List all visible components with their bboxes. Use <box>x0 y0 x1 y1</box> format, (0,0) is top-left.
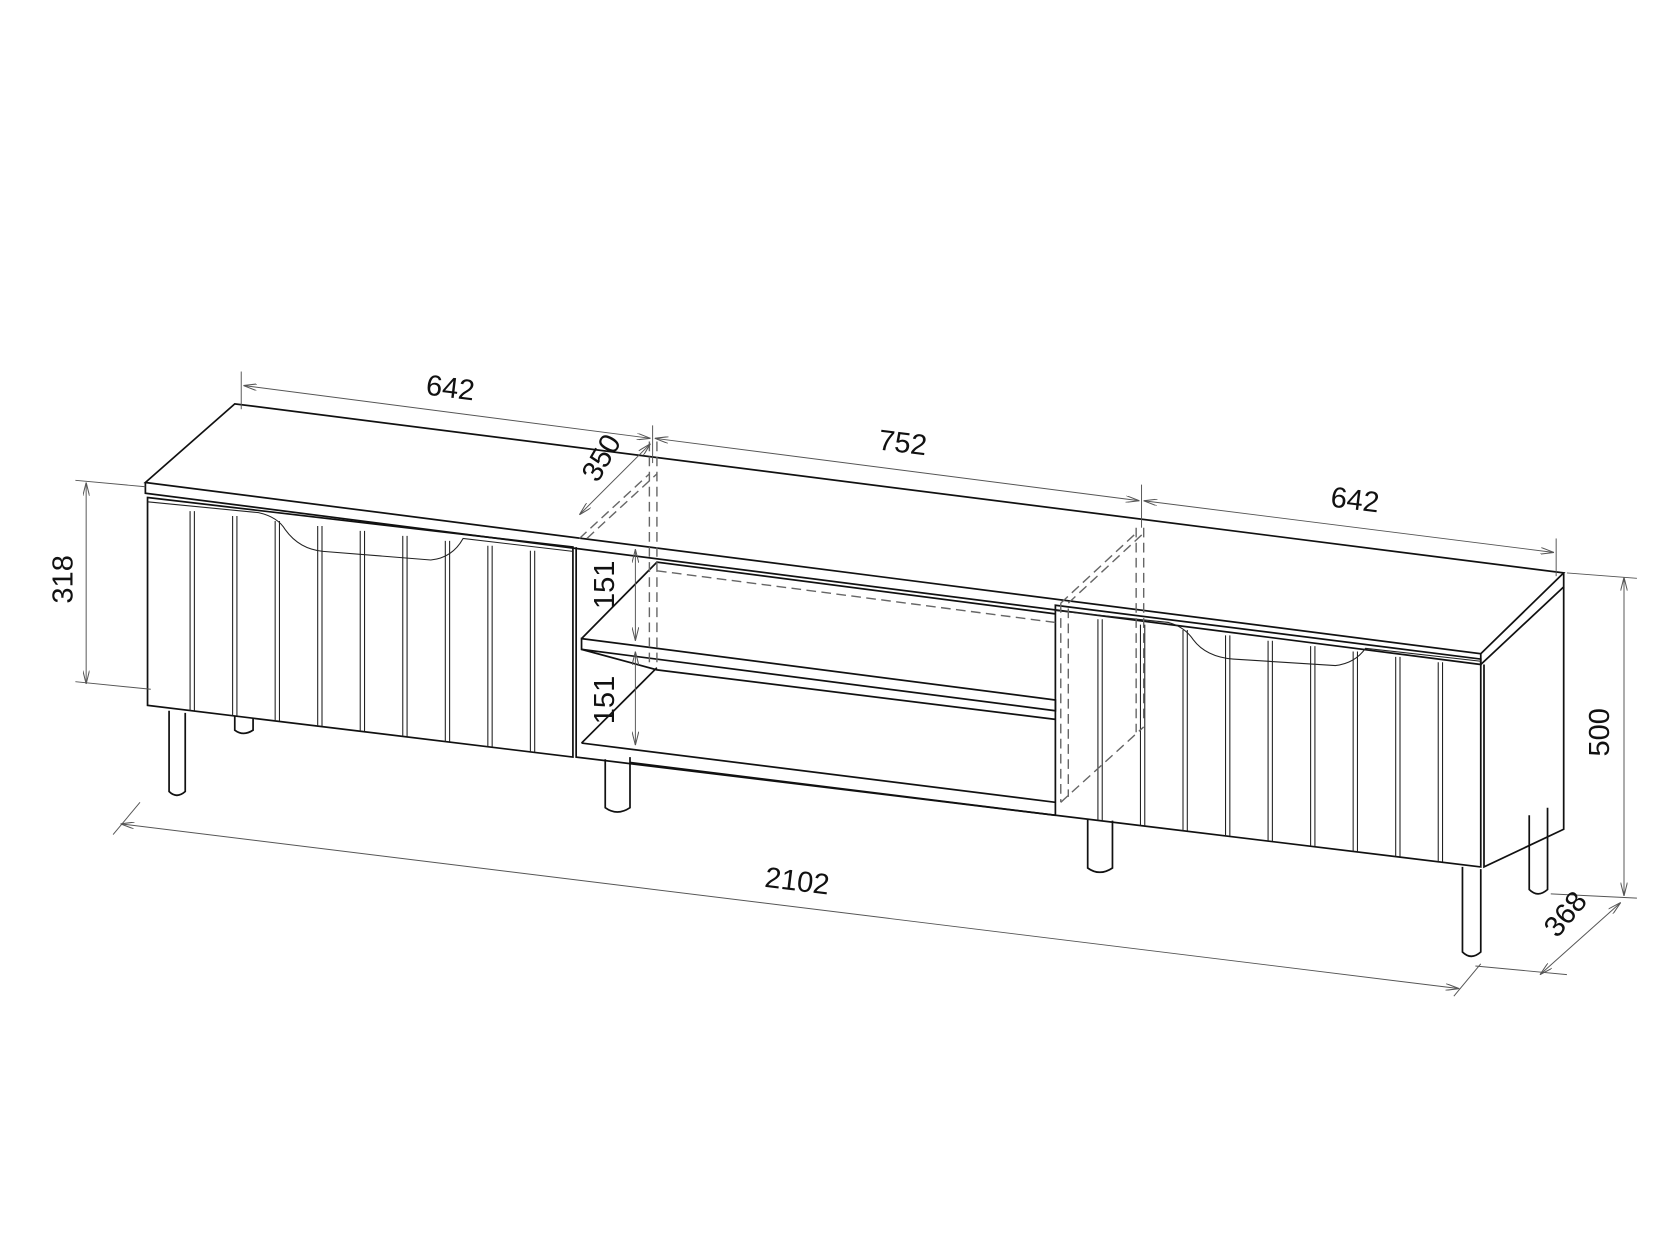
leg <box>233 716 254 735</box>
dim-middle-width: 752 <box>877 425 929 463</box>
dim-left-cabinet-width: 642 <box>424 370 476 408</box>
leg <box>168 710 187 797</box>
dim-total-depth: 368 <box>1538 886 1594 944</box>
dim-door-height: 318 <box>47 555 79 604</box>
leg <box>1528 807 1549 895</box>
right-door-slats <box>1097 619 1444 862</box>
leg <box>1086 818 1114 874</box>
left-door <box>146 496 574 759</box>
left-door-slats <box>189 511 536 752</box>
right-side-panel <box>1483 586 1565 869</box>
dim-middle-depth: 350 <box>576 429 628 487</box>
dim-total-width: 2102 <box>763 862 831 902</box>
right-door <box>1054 604 1482 868</box>
top-panel <box>143 402 1566 666</box>
right-door-handle <box>1055 610 1481 667</box>
dim-shelf-upper: 151 <box>589 561 621 610</box>
legs <box>168 710 1549 958</box>
middle-open-shelf <box>575 441 1145 817</box>
leg <box>1461 866 1482 958</box>
leg <box>604 759 631 813</box>
dim-shelf-lower: 151 <box>589 676 621 725</box>
left-door-handle <box>147 501 573 561</box>
dim-right-cabinet-width: 642 <box>1329 482 1381 520</box>
dim-total-height: 500 <box>1584 708 1616 757</box>
dimension-lines <box>75 371 1637 997</box>
